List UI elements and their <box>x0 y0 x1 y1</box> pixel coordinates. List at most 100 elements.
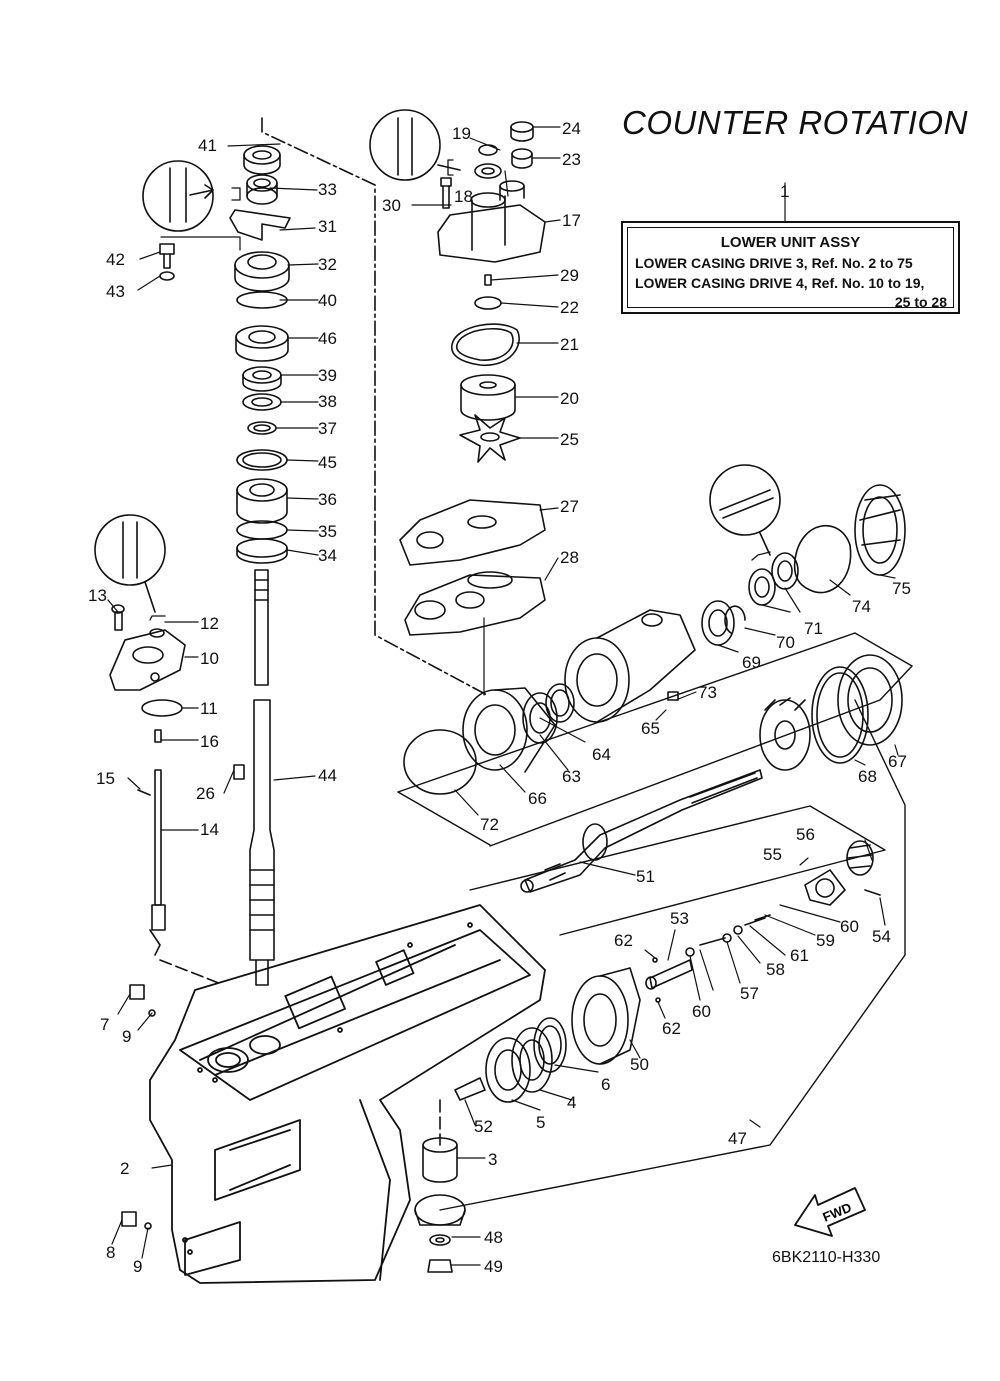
callout-69: 69 <box>742 653 761 672</box>
callout-38: 38 <box>318 392 337 411</box>
callout-4: 4 <box>567 1093 577 1112</box>
callout-29: 29 <box>560 266 579 285</box>
callout-19: 19 <box>452 124 471 143</box>
callout-49: 49 <box>484 1257 503 1276</box>
callout-36: 36 <box>318 490 337 509</box>
callout-61: 61 <box>790 946 809 965</box>
callout-44: 44 <box>318 766 337 785</box>
callout-9-upper: 9 <box>122 1027 132 1046</box>
callout-47: 47 <box>728 1129 747 1148</box>
group-outline-water-pump <box>261 117 488 696</box>
callout-8: 8 <box>106 1243 116 1262</box>
callout-68: 68 <box>858 767 877 786</box>
bolt-42 <box>159 243 175 281</box>
callout-65: 65 <box>641 719 660 738</box>
callout-25: 25 <box>560 430 579 449</box>
callout-3: 3 <box>488 1150 498 1169</box>
callout-23: 23 <box>562 150 581 169</box>
callout-31: 31 <box>318 217 337 236</box>
callout-9-lower: 9 <box>133 1257 143 1276</box>
callout-16: 16 <box>200 732 219 751</box>
callout-73: 73 <box>698 683 717 702</box>
callout-17: 17 <box>562 211 581 230</box>
shift-rod-assembly <box>109 604 186 1230</box>
callout-66: 66 <box>528 789 547 808</box>
callout-39: 39 <box>318 366 337 385</box>
callout-34: 34 <box>318 546 337 565</box>
callout-55: 55 <box>763 845 782 864</box>
prop-shaft-housing <box>403 484 906 795</box>
callout-60-left: 60 <box>692 1002 711 1021</box>
callout-52: 52 <box>474 1117 493 1136</box>
callout-41: 41 <box>198 136 217 155</box>
callout-18: 18 <box>454 187 473 206</box>
ref-number-1: 1 <box>780 182 790 201</box>
callout-63: 63 <box>562 767 581 786</box>
callout-13: 13 <box>88 586 107 605</box>
lower-casing <box>149 904 546 1284</box>
grease-icon <box>142 160 214 232</box>
callout-27: 27 <box>560 497 579 516</box>
callout-50: 50 <box>630 1055 649 1074</box>
callout-56: 56 <box>796 825 815 844</box>
water-pump-group <box>399 121 546 636</box>
callout-37: 37 <box>318 419 337 438</box>
assembly-box-inner: LOWER UNIT ASSY LOWER CASING DRIVE 3, Re… <box>627 227 954 310</box>
callout-6: 6 <box>601 1075 611 1094</box>
page-title: COUNTER ROTATION <box>622 104 968 141</box>
leader-lines <box>107 126 899 1266</box>
assembly-box: LOWER UNIT ASSY LOWER CASING DRIVE 3, Re… <box>621 221 960 314</box>
callout-71: 71 <box>804 619 823 638</box>
callout-15: 15 <box>96 769 115 788</box>
grease-icon <box>709 464 781 556</box>
callout-60-right: 60 <box>840 917 859 936</box>
callout-51: 51 <box>636 867 655 886</box>
callout-14: 14 <box>200 820 219 839</box>
callout-58: 58 <box>766 960 785 979</box>
diagram-code: 6BK2110-H330 <box>772 1249 881 1266</box>
assembly-line-3: 25 to 28 <box>894 294 947 310</box>
assembly-line-1: LOWER CASING DRIVE 3, Ref. No. 2 to 75 <box>635 255 913 271</box>
callout-28: 28 <box>560 548 579 567</box>
bracket-marks <box>149 159 771 621</box>
callout-59: 59 <box>816 931 835 950</box>
callout-11: 11 <box>200 699 218 718</box>
callout-7: 7 <box>100 1015 110 1034</box>
callout-5: 5 <box>536 1113 546 1132</box>
callout-45: 45 <box>318 453 337 472</box>
callout-24: 24 <box>562 119 581 138</box>
grease-icon <box>369 109 461 181</box>
callout-57: 57 <box>740 984 759 1003</box>
callout-70: 70 <box>776 633 795 652</box>
callout-46: 46 <box>318 329 337 348</box>
callout-75: 75 <box>892 579 911 598</box>
callout-30: 30 <box>382 196 401 215</box>
callout-40: 40 <box>318 291 337 310</box>
callout-54: 54 <box>872 927 891 946</box>
callout-26: 26 <box>196 784 215 803</box>
assembly-line-2: LOWER CASING DRIVE 4, Ref. No. 10 to 19, <box>635 275 925 291</box>
callout-67: 67 <box>888 752 907 771</box>
fwd-arrow-icon <box>794 1187 866 1237</box>
callout-42: 42 <box>106 250 125 269</box>
callout-20: 20 <box>560 389 579 408</box>
clutch-components <box>414 840 881 1273</box>
callout-21: 21 <box>560 335 579 354</box>
callout-32: 32 <box>318 255 337 274</box>
grease-icon <box>94 514 166 613</box>
callout-48: 48 <box>484 1228 503 1247</box>
callout-64: 64 <box>592 745 611 764</box>
callout-22: 22 <box>560 298 579 317</box>
callout-10: 10 <box>200 649 219 668</box>
callout-53: 53 <box>670 909 689 928</box>
callout-33: 33 <box>318 180 337 199</box>
callout-74: 74 <box>852 597 871 616</box>
callout-72: 72 <box>480 815 499 834</box>
propeller-shaft <box>520 769 763 893</box>
callout-43: 43 <box>106 282 125 301</box>
callout-35: 35 <box>318 522 337 541</box>
callout-12: 12 <box>200 614 219 633</box>
callout-62-lower: 62 <box>662 1019 681 1038</box>
drive-shaft-stack <box>229 145 291 986</box>
